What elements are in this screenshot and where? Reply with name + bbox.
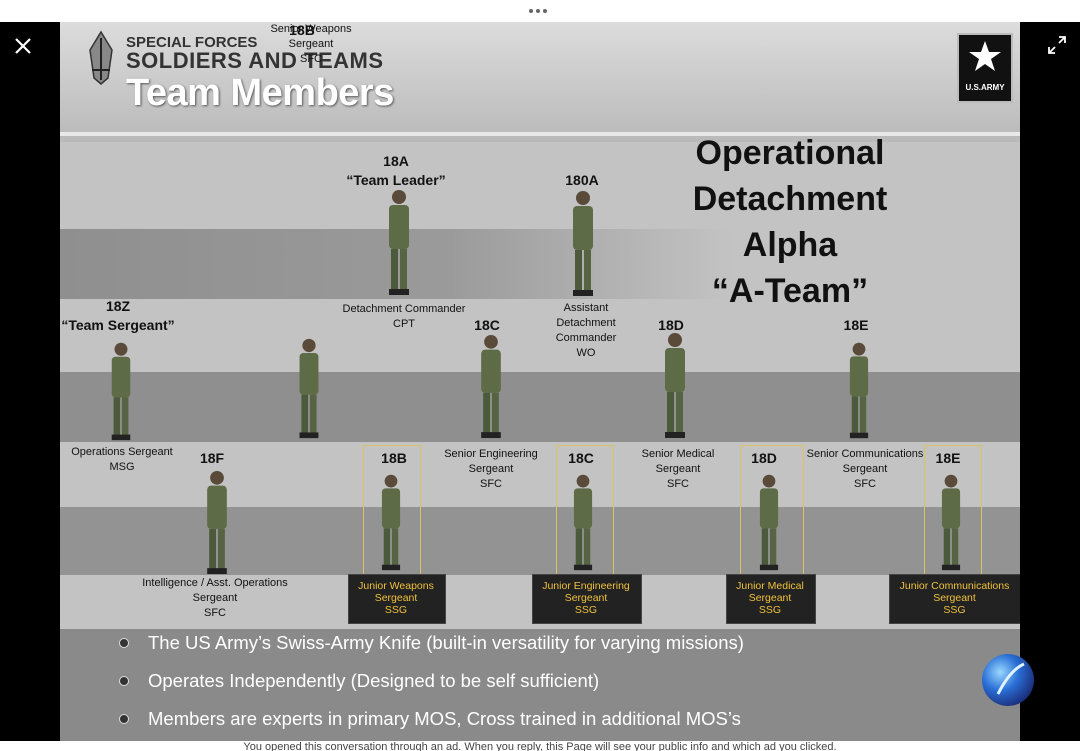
member-nickname: “Team Sergeant” — [61, 317, 175, 333]
bullet-text: Operates Independently (Designed to be s… — [148, 670, 600, 691]
soldier-figure — [573, 191, 593, 296]
member-code: 18B — [381, 450, 407, 466]
top-bar — [0, 0, 1080, 22]
member-code: 18C — [474, 317, 500, 333]
slide-header — [60, 22, 1020, 142]
soldier-figure — [573, 474, 593, 571]
header-line2: SOLDIERS AND TEAMS — [126, 48, 384, 73]
member-code: 18F — [199, 450, 225, 466]
junior-label-box — [726, 574, 816, 624]
bullet-icon — [119, 714, 129, 724]
star-icon — [969, 41, 1001, 71]
close-icon[interactable] — [10, 33, 36, 59]
junior-label-box — [532, 574, 642, 624]
us-army-logo: U.S.ARMY — [957, 33, 1013, 103]
header-line1: SPECIAL FORCES — [126, 34, 258, 51]
member-code: 18A — [383, 153, 409, 169]
member-code: 18D — [658, 317, 684, 333]
army-logo-text: U.S.ARMY — [965, 83, 1005, 92]
member-code: 18Z — [105, 298, 131, 314]
member-code: 18D — [751, 450, 777, 466]
soldier-figure — [381, 474, 401, 571]
member-code: 18B — [289, 22, 315, 38]
member-code: 180A — [565, 172, 599, 188]
member-code: 18E — [843, 317, 869, 333]
expand-icon[interactable] — [1045, 33, 1069, 57]
soldier-figure — [849, 342, 869, 439]
slide-title: Team Members — [126, 72, 394, 114]
member-code: 18C — [568, 450, 594, 466]
member-nickname: “Team Leader” — [346, 172, 446, 188]
special-forces-crest-icon — [89, 30, 113, 85]
oda-title: Operational Detachment Alpha “A-Team” — [692, 134, 888, 310]
junior-label-box — [889, 574, 1020, 624]
soldier-figure — [207, 470, 227, 575]
more-dots-icon[interactable] — [529, 9, 547, 13]
assistant-orb-icon[interactable] — [980, 652, 1040, 712]
member-code: 18E — [935, 450, 961, 466]
junior-label-box — [348, 574, 446, 624]
soldier-figure — [941, 474, 961, 571]
ad-notice: You opened this conversation through an … — [0, 741, 1080, 751]
slide-image: SPECIAL FORCES SOLDIERS AND TEAMS Team M… — [60, 22, 1020, 742]
bullet-text: Members are experts in primary MOS, Cros… — [148, 708, 741, 729]
soldier-figure — [389, 190, 409, 295]
bullet-area — [60, 629, 1020, 742]
soldier-figure — [111, 342, 131, 441]
soldier-figure — [299, 338, 319, 439]
soldier-figure — [665, 333, 685, 438]
bullet-icon — [119, 676, 129, 686]
soldier-figure — [481, 334, 501, 439]
bullet-icon — [119, 638, 129, 648]
bullet-text: The US Army’s Swiss-Army Knife (built-in… — [148, 632, 744, 653]
soldier-figure — [759, 474, 779, 571]
